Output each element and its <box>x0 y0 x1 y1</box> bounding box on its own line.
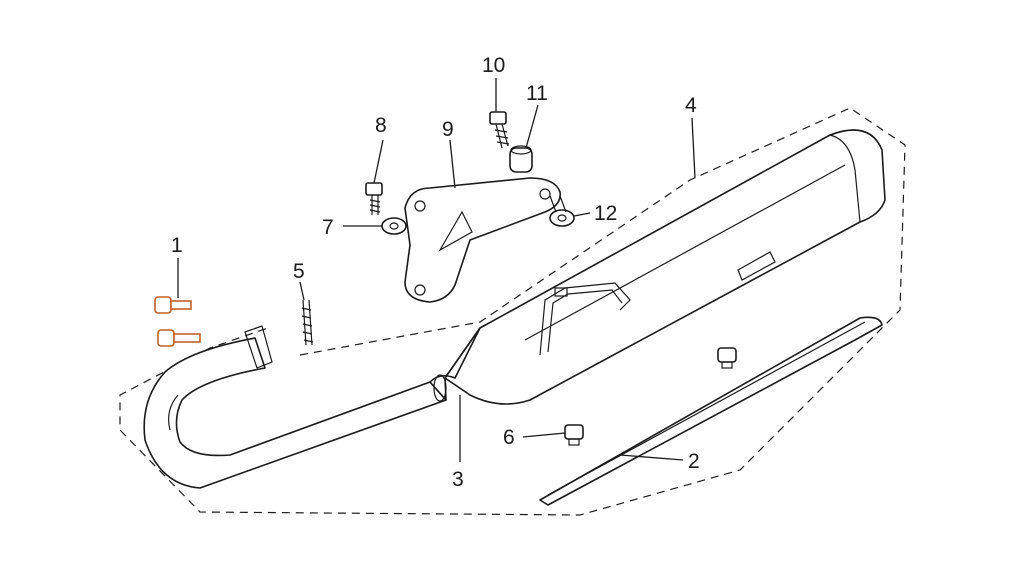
callout-12: 12 <box>594 202 617 225</box>
callout-9: 9 <box>442 118 454 141</box>
leader-11 <box>525 104 539 149</box>
callout-8: 8 <box>375 114 387 137</box>
callout-4: 4 <box>685 94 697 117</box>
callout-6: 6 <box>503 426 515 449</box>
leader-12 <box>573 212 591 217</box>
leader-2 <box>619 454 684 461</box>
callout-7: 7 <box>322 216 334 239</box>
bolt-12 <box>549 195 575 227</box>
shield-bolt <box>717 347 737 369</box>
exhaust-pipe <box>143 325 481 489</box>
callout-10: 10 <box>482 54 505 77</box>
leader-9 <box>449 139 456 189</box>
callout-2: 2 <box>688 450 700 473</box>
muffler <box>444 129 886 405</box>
stud-5 <box>301 299 314 346</box>
bolt-6 <box>564 424 584 446</box>
bolt-10 <box>489 111 510 149</box>
heat-shield <box>539 316 883 506</box>
leader-6 <box>522 432 566 438</box>
bolt-1-lower <box>157 329 201 347</box>
bolt-1-upper <box>154 296 192 314</box>
assembly-boundary <box>119 107 906 516</box>
spacer-11 <box>509 145 533 173</box>
leader-5 <box>299 281 305 301</box>
callout-3: 3 <box>452 468 464 491</box>
leader-4 <box>691 117 696 179</box>
callout-5: 5 <box>293 260 305 283</box>
callout-1: 1 <box>171 234 183 257</box>
washer-7 <box>381 217 407 235</box>
callout-11: 11 <box>526 82 548 105</box>
bracket <box>404 177 562 303</box>
bolt-8 <box>365 182 383 215</box>
leader-8 <box>373 139 384 184</box>
